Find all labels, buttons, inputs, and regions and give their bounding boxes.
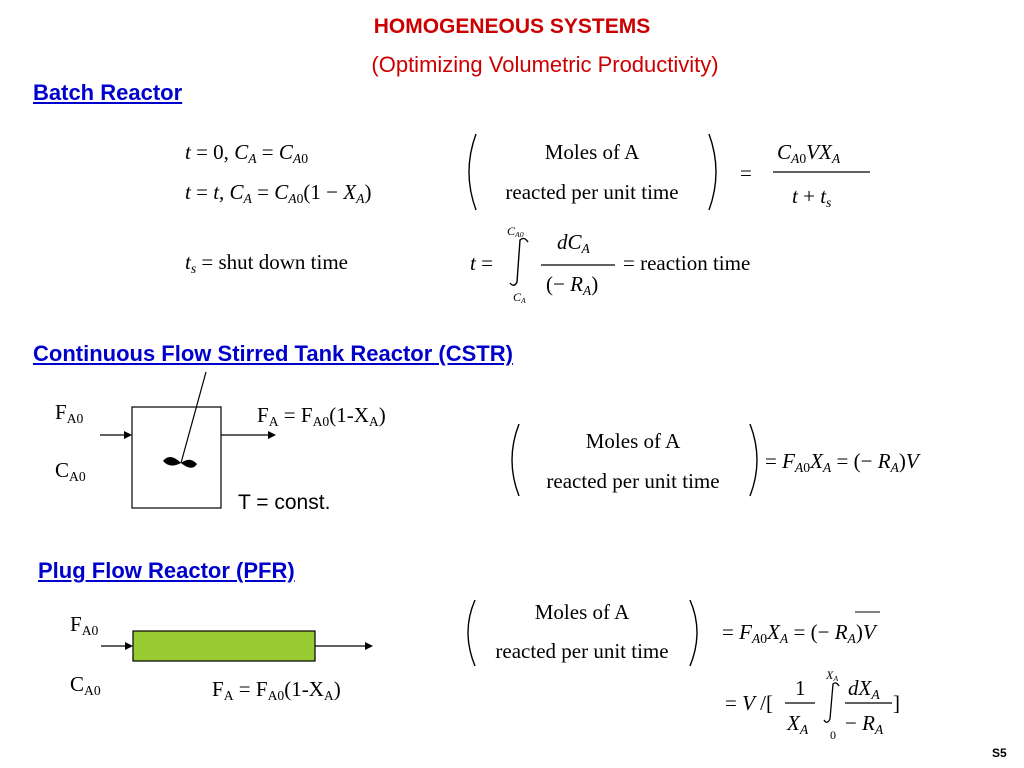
pfr-one-numerator: 1 xyxy=(795,676,806,700)
pfr-integral-sign xyxy=(823,682,840,723)
pfr-integrand-numerator: dXA xyxy=(848,676,880,702)
batch-integral-sign xyxy=(509,237,529,286)
batch-initial-condition: t = 0, CA = CA0 xyxy=(185,140,309,166)
pfr-integral-lower-limit: 0 xyxy=(830,728,836,742)
cstr-reacted-label: reacted per unit time xyxy=(546,469,720,493)
pfr-inlet-concentration-label: CA0 xyxy=(70,672,101,698)
pfr-outlet-arrowhead xyxy=(365,642,373,650)
pfr-integrand-denominator: − RA xyxy=(845,711,884,737)
batch-reacted-label: reacted per unit time xyxy=(505,180,679,204)
cstr-heading: Continuous Flow Stirred Tank Reactor (CS… xyxy=(33,341,513,366)
pfr-heading: Plug Flow Reactor (PFR) xyxy=(38,558,295,583)
cstr-outlet-flow-label: FA = FA0(1-XA) xyxy=(257,403,386,429)
reaction-time-text: reaction time xyxy=(640,251,751,275)
pfr-inlet-arrowhead xyxy=(125,642,133,650)
batch-equals-sign: = xyxy=(740,161,752,185)
batch-moles-label: Moles of A xyxy=(544,140,640,164)
pfr-inlet-flow-label: FA0 xyxy=(70,612,99,638)
cstr-inlet-arrowhead xyxy=(124,431,132,439)
pfr-reacted-label: reacted per unit time xyxy=(495,639,669,663)
cstr-impeller xyxy=(163,456,197,468)
page-number: S5 xyxy=(992,746,1007,760)
cstr-inlet-concentration-label: CA0 xyxy=(55,458,86,484)
batch-right-paren xyxy=(708,133,717,211)
cstr-stirrer-shaft xyxy=(180,371,207,464)
integral-upper-limit: CA0 xyxy=(507,224,524,240)
cstr-vessel xyxy=(131,406,222,509)
pfr-outlet-flow-label: FA = FA0(1-XA) xyxy=(212,677,341,703)
slide-subtitle: (Optimizing Volumetric Productivity) xyxy=(371,52,719,77)
pfr-integral-upper-limit: XA xyxy=(826,668,839,684)
batch-shutdown-definition: ts = shut down time xyxy=(185,250,349,276)
shutdown-text: shut down time xyxy=(218,250,349,274)
integral-lower-limit: CA xyxy=(513,290,526,306)
batch-reaction-time-definition: = reaction time xyxy=(623,251,751,275)
batch-reactor-heading: Batch Reactor xyxy=(33,80,183,105)
pfr-rate-equation: = FA0XA = (− RA)V xyxy=(722,620,876,646)
pfr-volume-equation: = V /[ xyxy=(725,691,773,715)
slide-title: HOMOGENEOUS SYSTEMS xyxy=(373,15,651,38)
cstr-outlet-arrowhead xyxy=(268,431,276,439)
batch-left-paren xyxy=(468,133,477,211)
pfr-closing-bracket: ] xyxy=(893,691,900,715)
batch-reaction-time-t: t = xyxy=(470,251,493,275)
cstr-inlet-flow-label: FA0 xyxy=(55,400,84,426)
batch-productivity-numerator: CA0VXA xyxy=(777,140,841,166)
cstr-temperature-label: T = const. xyxy=(238,491,331,514)
cstr-left-paren xyxy=(511,423,520,497)
pfr-xa-denominator: XA xyxy=(787,711,809,737)
pfr-tube xyxy=(132,630,316,662)
cstr-rate-equation: = FA0XA = (− RA)V xyxy=(765,449,919,475)
pfr-moles-label: Moles of A xyxy=(534,600,630,624)
pfr-right-paren xyxy=(689,599,698,667)
batch-productivity-denominator: t + ts xyxy=(792,184,832,210)
batch-integrand-numerator: dCA xyxy=(557,230,590,256)
cstr-moles-label: Moles of A xyxy=(585,429,681,453)
batch-integrand-denominator: (− RA) xyxy=(546,272,599,298)
batch-conversion-condition: t = t, CA = CA0(1 − XA) xyxy=(185,180,372,206)
pfr-left-paren xyxy=(467,599,476,667)
cstr-right-paren xyxy=(749,423,758,497)
